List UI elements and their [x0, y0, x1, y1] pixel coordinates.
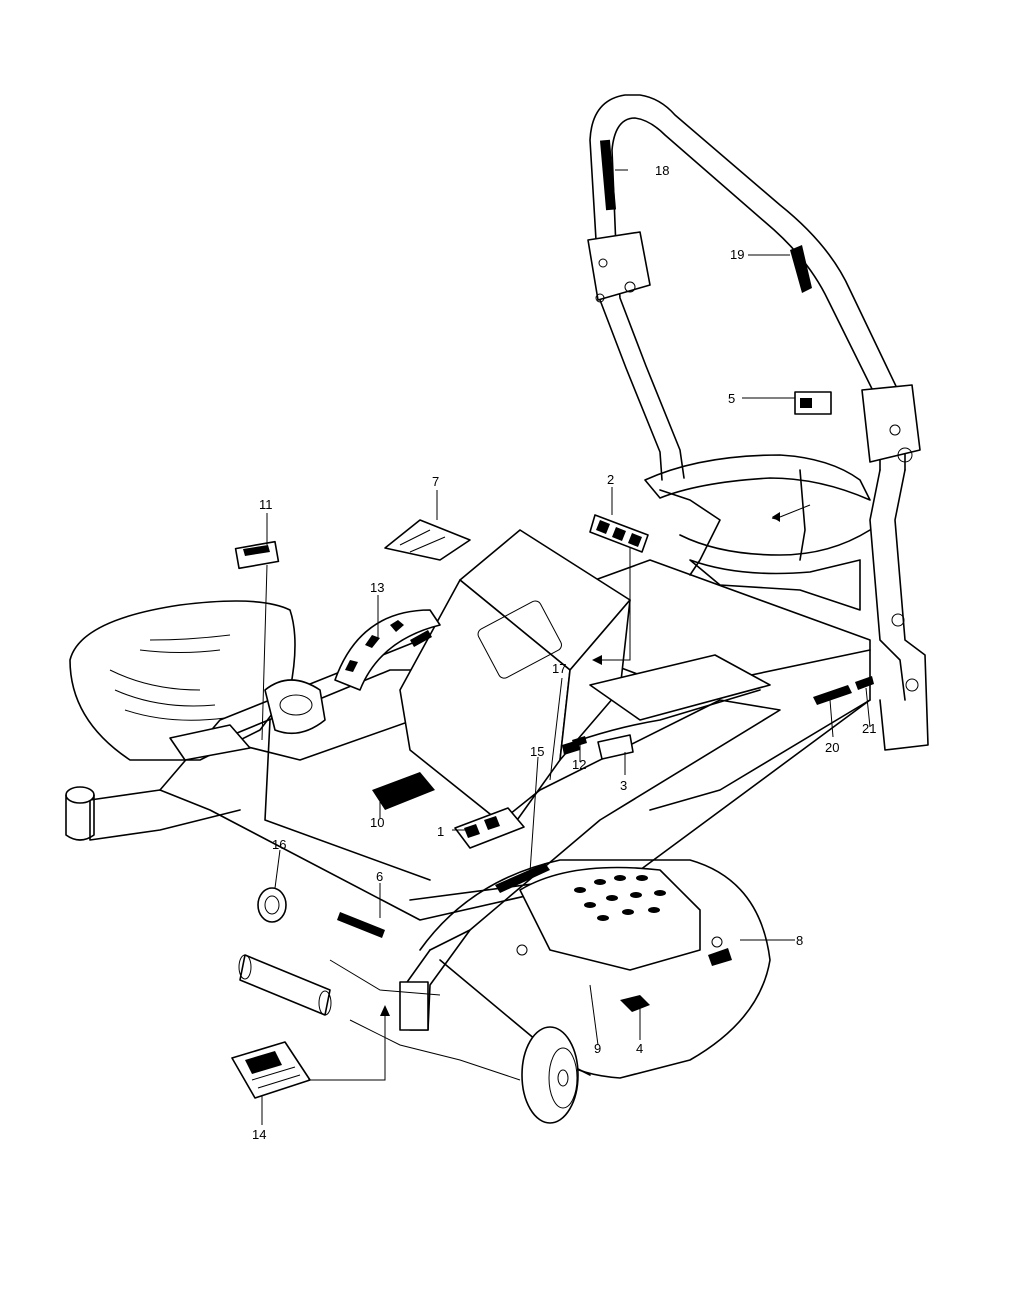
callout-6: 6 [376, 869, 383, 884]
callout-2: 2 [607, 472, 614, 487]
callout-10: 10 [370, 815, 384, 830]
callout-1: 1 [437, 824, 444, 839]
callout-16: 16 [272, 837, 286, 852]
callout-18: 18 [655, 163, 669, 178]
engine-shroud [69, 600, 441, 761]
seat [644, 454, 871, 611]
callout-labels: 18 19 5 2 7 11 13 17 20 21 12 3 15 10 1 … [252, 163, 876, 1142]
callout-20: 20 [825, 740, 839, 755]
callout-8: 8 [796, 933, 803, 948]
callout-7: 7 [432, 474, 439, 489]
rops-bar [587, 94, 929, 751]
callout-17: 17 [552, 661, 566, 676]
callout-4: 4 [636, 1041, 643, 1056]
callout-5: 5 [728, 391, 735, 406]
frame [65, 529, 871, 1031]
leader-lines [261, 169, 871, 1125]
mower-deck [238, 859, 771, 1124]
callout-3: 3 [620, 778, 627, 793]
decals [231, 245, 874, 1099]
callout-19: 19 [730, 247, 744, 262]
callout-9: 9 [594, 1041, 601, 1056]
callout-11: 11 [259, 497, 273, 512]
callout-14: 14 [252, 1127, 266, 1142]
callout-13: 13 [370, 580, 384, 595]
callout-21: 21 [862, 721, 876, 736]
callout-12: 12 [572, 757, 586, 772]
callout-15: 15 [530, 744, 544, 759]
